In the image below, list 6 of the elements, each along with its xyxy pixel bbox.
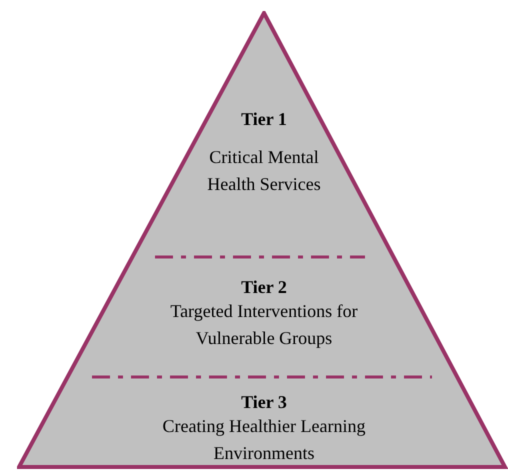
tier-description: Critical Mental Health Services <box>206 146 322 196</box>
tier-heading: Tier 3 <box>240 391 288 413</box>
tier-heading: Tier 2 <box>240 276 288 298</box>
tier-description: Creating Healthier Learning Environments <box>162 415 366 465</box>
tier-description: Targeted Interventions for Vulnerable Groups <box>169 300 359 350</box>
tier-heading: Tier 1 <box>240 108 288 130</box>
